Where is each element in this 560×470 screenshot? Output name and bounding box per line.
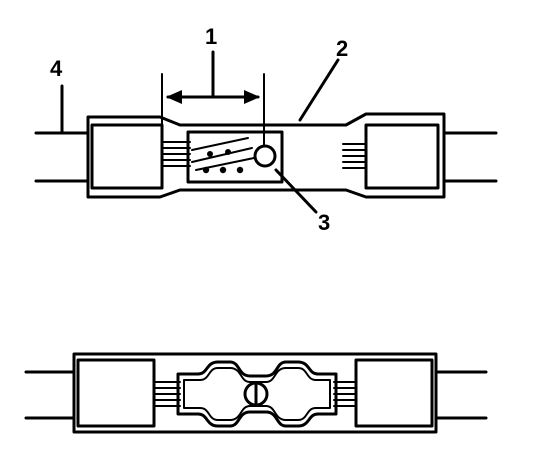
inspection-window — [253, 144, 277, 168]
outer-sleeve — [86, 112, 446, 199]
callout-3: 3 — [318, 210, 331, 235]
crimped-barrel-inner — [183, 367, 331, 421]
strip-length-dimension — [161, 50, 265, 147]
barrel-strands — [191, 137, 255, 171]
dimension-arrow-right — [244, 90, 260, 104]
callout-1: 1 — [205, 24, 218, 49]
left-insulation-2 — [76, 358, 156, 428]
splice-sleeve-crimped — [24, 352, 488, 434]
right-insulation-2 — [354, 358, 434, 428]
right-strands-2 — [333, 381, 357, 407]
callout-4: 4 — [50, 56, 63, 81]
callout-3-leader — [274, 168, 318, 214]
callout-2-leader — [298, 58, 340, 122]
left-strands-2 — [153, 381, 181, 407]
right-insulation — [364, 123, 440, 190]
left-strands — [161, 141, 191, 167]
right-strands — [342, 143, 367, 169]
dimension-arrow-left — [166, 90, 182, 104]
crimped-barrel — [176, 360, 338, 428]
inner-barrel — [186, 130, 284, 184]
strand-dots — [202, 149, 244, 174]
outer-sleeve-2 — [72, 352, 438, 434]
left-insulation — [90, 123, 164, 190]
callout-2: 2 — [336, 36, 349, 61]
splice-sleeve-uncrimped — [34, 112, 498, 199]
